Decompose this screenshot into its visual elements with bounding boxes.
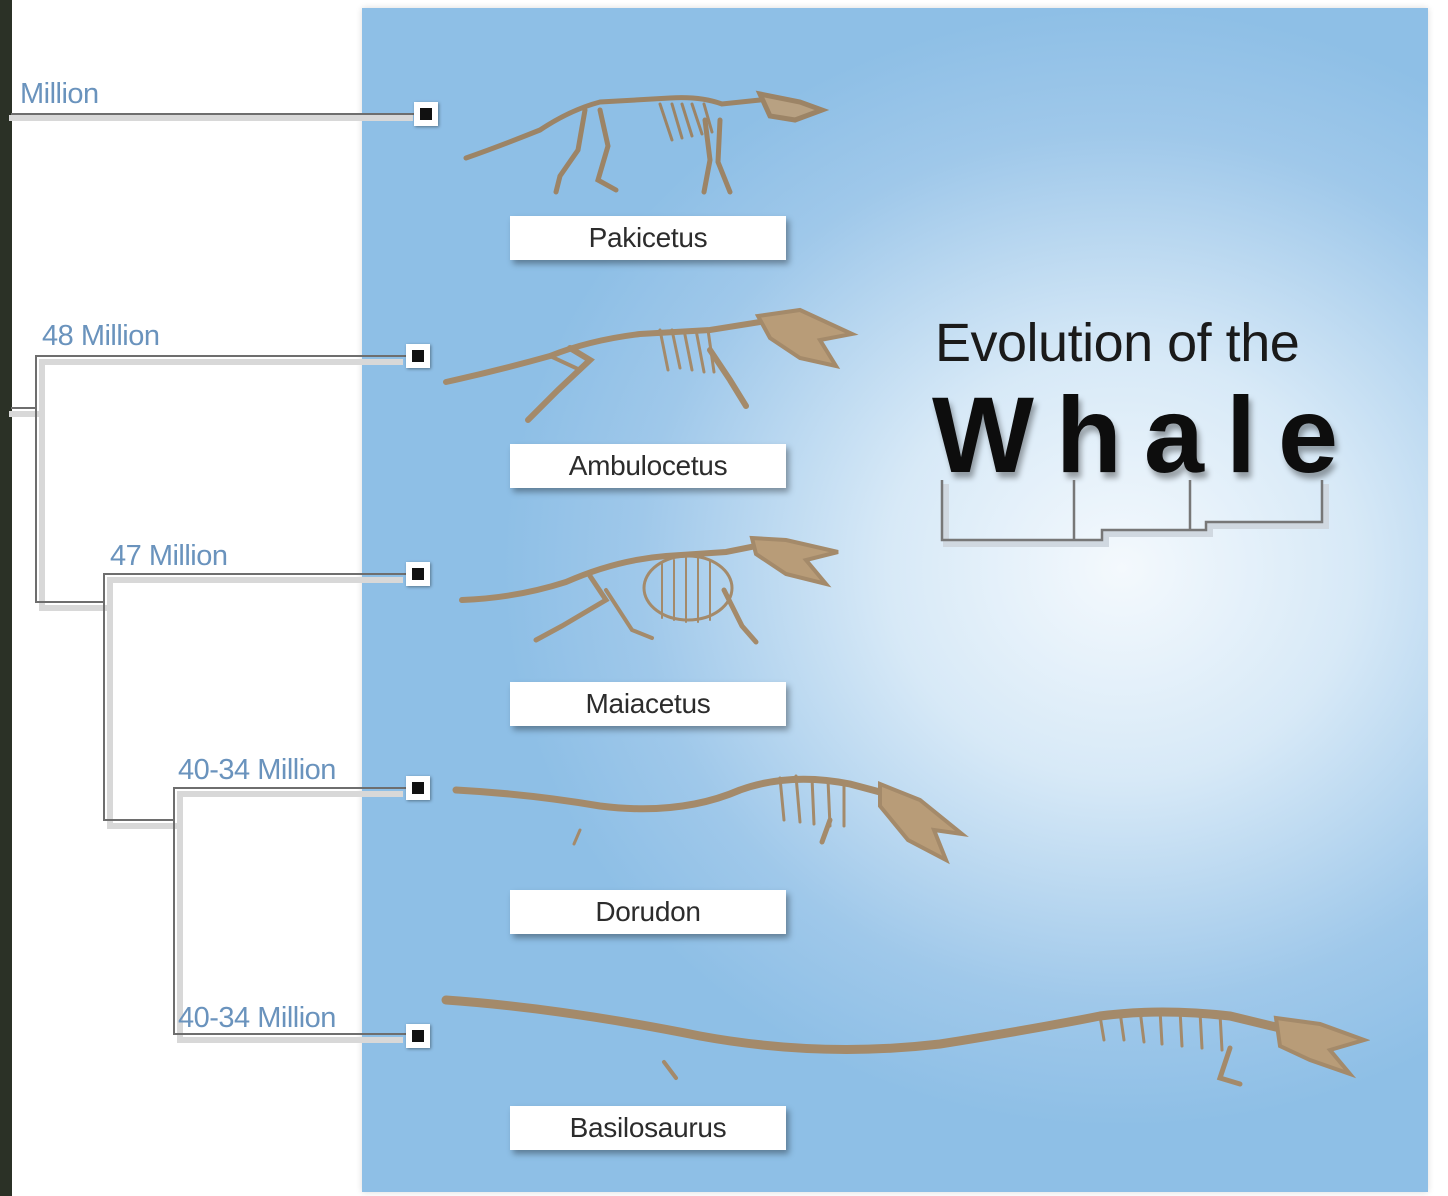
label-box-maiacetus: Maiacetus [510,682,786,726]
label-box-pakicetus: Pakicetus [510,216,786,260]
node-marker-maiacetus [406,562,430,586]
taxon-name-dorudon: Dorudon [595,896,700,928]
node-marker-pakicetus [414,102,438,126]
title-tree-bracket [930,478,1340,558]
node-marker-ambulocetus [406,344,430,368]
time-label-dorudon: 40-34 Million [178,754,336,787]
time-label-ambulocetus: 48 Million [42,320,160,353]
label-box-ambulocetus: Ambulocetus [510,444,786,488]
taxon-name-pakicetus: Pakicetus [589,222,708,254]
taxon-name-maiacetus: Maiacetus [586,688,711,720]
time-label-maiacetus: 47 Million [110,540,228,573]
tree-branches [12,114,414,1034]
dorudon-skeleton-image [450,760,970,870]
tree-shadow [12,118,410,1040]
title-line-1: Evolution of the [935,312,1299,374]
ambulocetus-skeleton-image [440,300,860,430]
label-box-dorudon: Dorudon [510,890,786,934]
time-label-basilosaurus: 40-34 Million [178,1002,336,1035]
label-box-basilosaurus: Basilosaurus [510,1106,786,1150]
taxon-name-ambulocetus: Ambulocetus [569,450,728,482]
node-marker-basilosaurus [406,1024,430,1048]
basilosaurus-skeleton-image [440,988,1370,1092]
node-marker-dorudon [406,776,430,800]
maiacetus-skeleton-image [456,530,846,650]
pakicetus-skeleton-image [460,80,830,200]
taxon-name-basilosaurus: Basilosaurus [570,1112,727,1144]
time-label-pakicetus: Million [20,78,99,111]
